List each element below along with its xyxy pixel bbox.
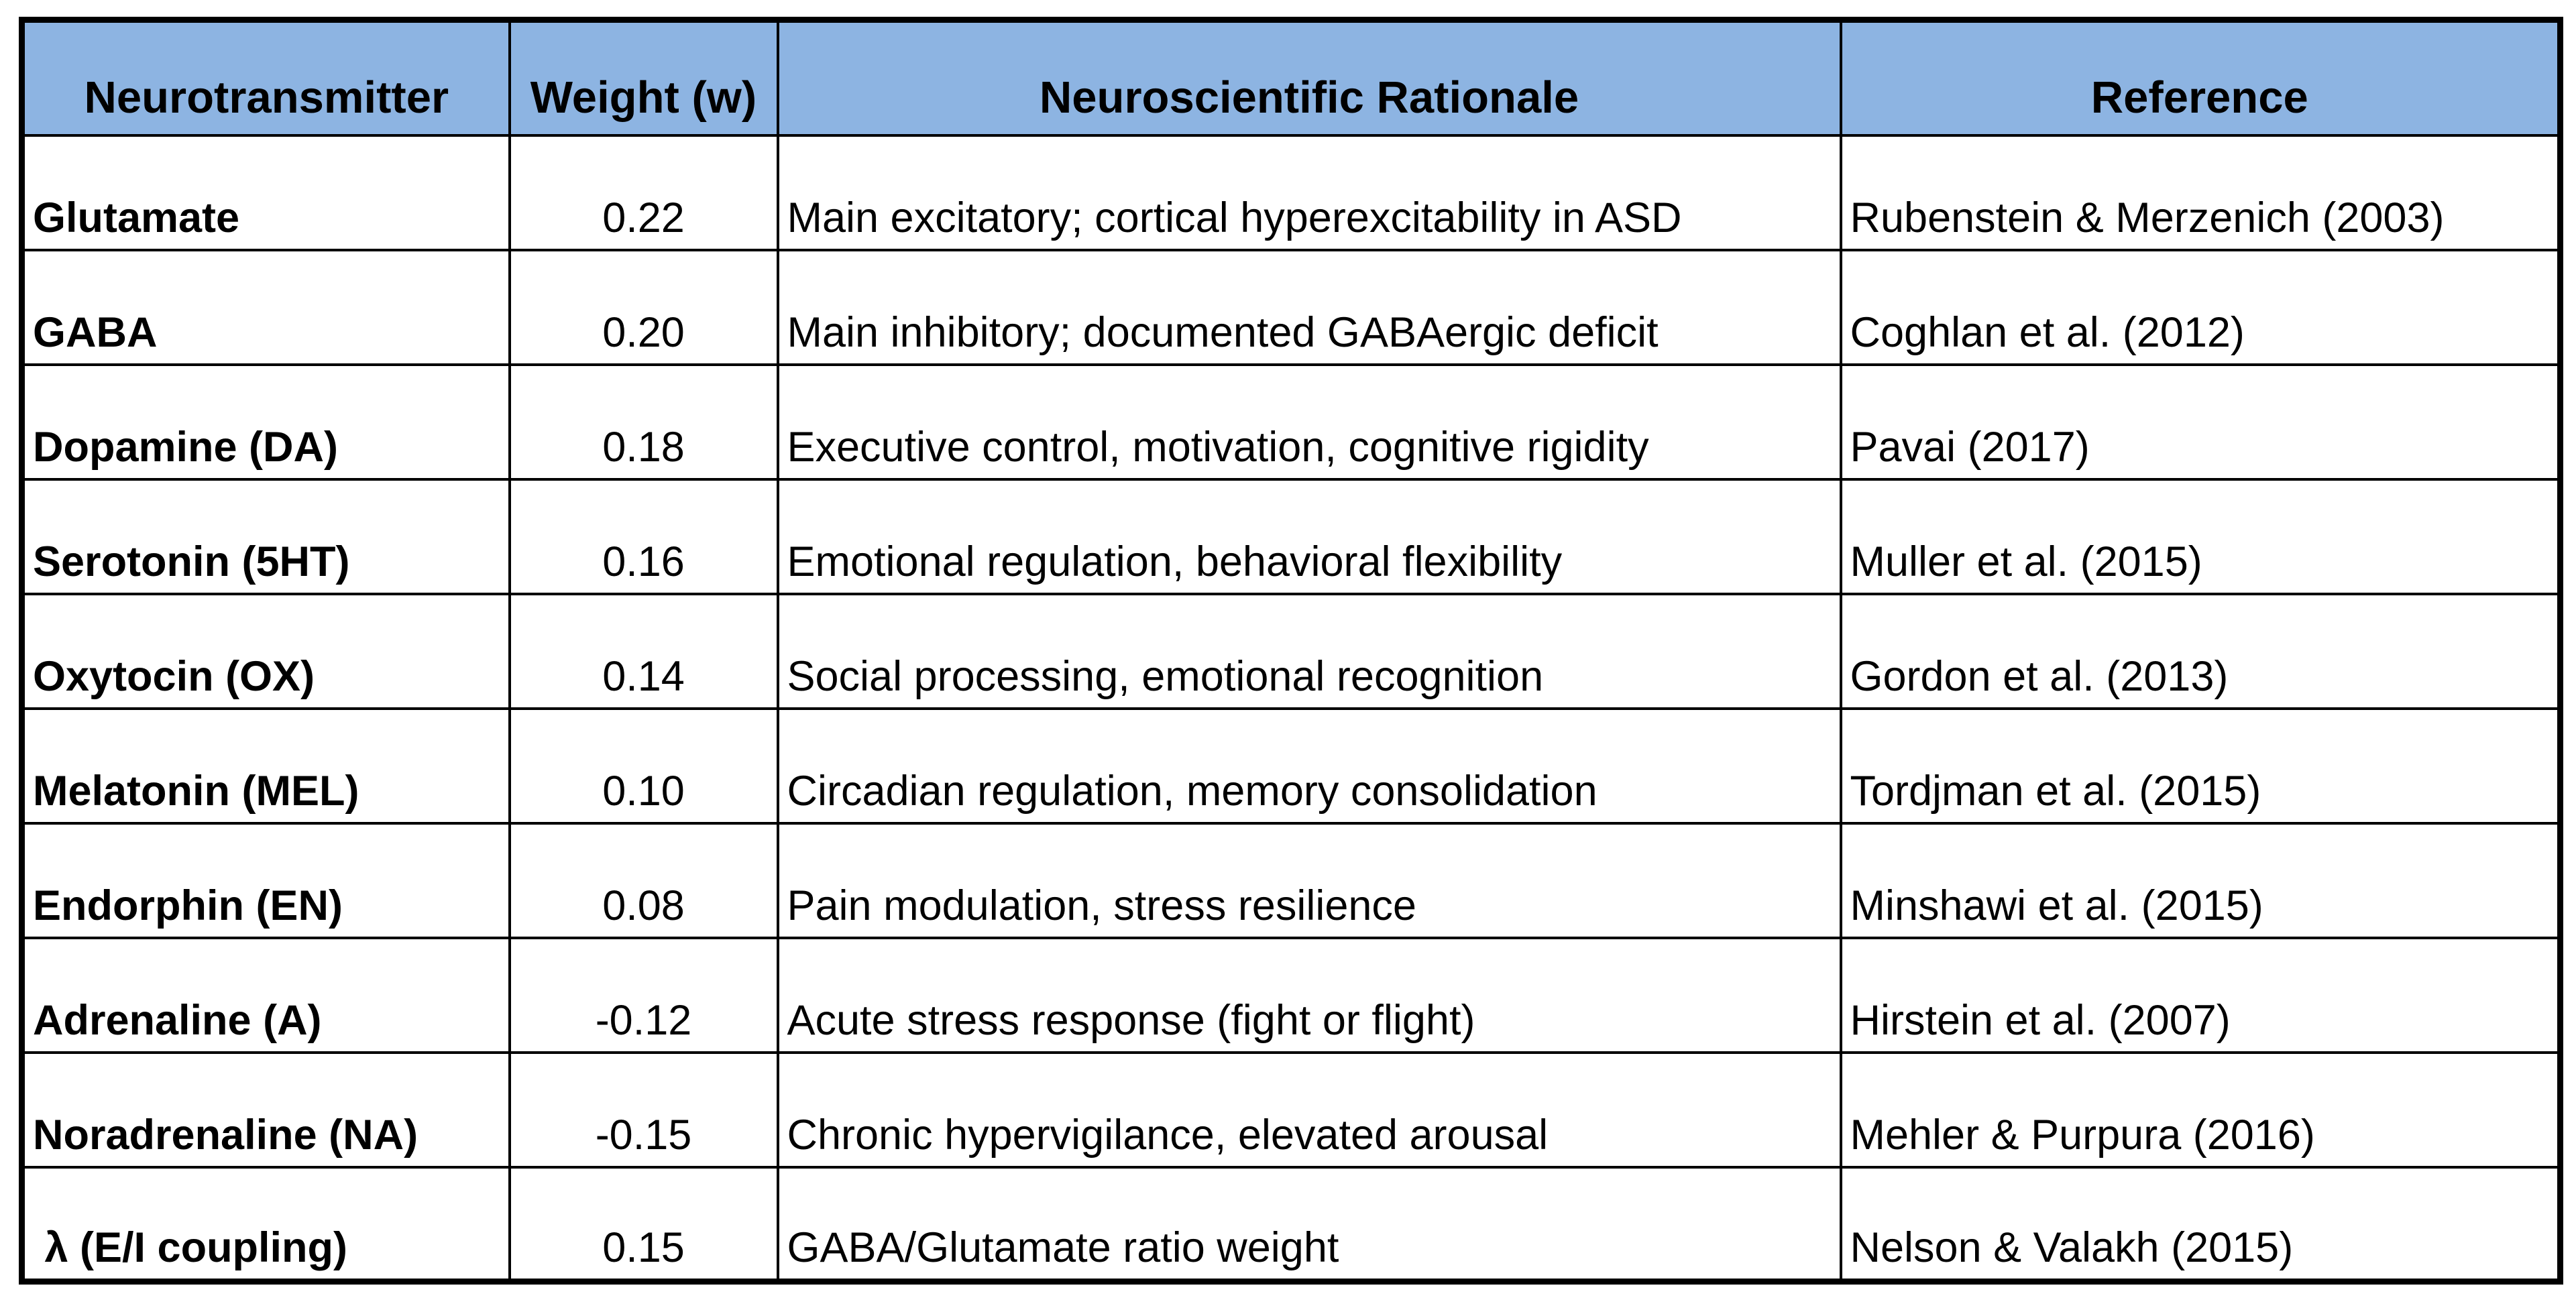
column-header-rationale: Neuroscientific Rationale xyxy=(776,18,1842,137)
cell-rationale: GABA/Glutamate ratio weight xyxy=(776,1165,1842,1283)
cell-weight: 0.14 xyxy=(508,592,779,710)
cell-neurotransmitter: λ (E/I coupling) xyxy=(20,1165,511,1283)
cell-reference: Tordjman et al. (2015) xyxy=(1839,707,2562,825)
column-header-weight: Weight (w) xyxy=(508,18,779,137)
neurotransmitter-weights-table: Neurotransmitter Weight (w) Neuroscienti… xyxy=(19,17,2563,1285)
cell-neurotransmitter: Serotonin (5HT) xyxy=(20,477,511,595)
cell-neurotransmitter: Glutamate xyxy=(20,133,511,251)
cell-weight: 0.18 xyxy=(508,363,779,481)
cell-weight: 0.08 xyxy=(508,821,779,939)
cell-neurotransmitter: Oxytocin (OX) xyxy=(20,592,511,710)
cell-rationale: Executive control, motivation, cognitive… xyxy=(776,363,1842,481)
cell-reference: Hirstein et al. (2007) xyxy=(1839,936,2562,1054)
cell-rationale: Main inhibitory; documented GABAergic de… xyxy=(776,248,1842,366)
cell-rationale: Emotional regulation, behavioral flexibi… xyxy=(776,477,1842,595)
cell-rationale: Circadian regulation, memory consolidati… xyxy=(776,707,1842,825)
table-row-lambda-ei-coupling: λ (E/I coupling) 0.15 GABA/Glutamate rat… xyxy=(20,1165,2562,1283)
cell-neurotransmitter: Dopamine (DA) xyxy=(20,363,511,481)
cell-neurotransmitter: Noradrenaline (NA) xyxy=(20,1051,511,1169)
table-row-endorphin: Endorphin (EN) 0.08 Pain modulation, str… xyxy=(20,821,2562,939)
cell-reference: Coghlan et al. (2012) xyxy=(1839,248,2562,366)
cell-weight: 0.10 xyxy=(508,707,779,825)
cell-reference: Gordon et al. (2013) xyxy=(1839,592,2562,710)
cell-weight: 0.16 xyxy=(508,477,779,595)
cell-neurotransmitter: Adrenaline (A) xyxy=(20,936,511,1054)
table-header-row: Neurotransmitter Weight (w) Neuroscienti… xyxy=(20,18,2562,137)
cell-reference: Mehler & Purpura (2016) xyxy=(1839,1051,2562,1169)
cell-rationale: Main excitatory; cortical hyperexcitabil… xyxy=(776,133,1842,251)
cell-reference: Pavai (2017) xyxy=(1839,363,2562,481)
table-row-serotonin: Serotonin (5HT) 0.16 Emotional regulatio… xyxy=(20,477,2562,595)
cell-neurotransmitter: Endorphin (EN) xyxy=(20,821,511,939)
cell-reference: Nelson & Valakh (2015) xyxy=(1839,1165,2562,1283)
neurotransmitter-weights-table-container: Neurotransmitter Weight (w) Neuroscienti… xyxy=(19,17,2563,1285)
cell-weight: 0.22 xyxy=(508,133,779,251)
table-row-dopamine: Dopamine (DA) 0.18 Executive control, mo… xyxy=(20,363,2562,481)
cell-reference: Rubenstein & Merzenich (2003) xyxy=(1839,133,2562,251)
cell-rationale: Social processing, emotional recognition xyxy=(776,592,1842,710)
table-row-gaba: GABA 0.20 Main inhibitory; documented GA… xyxy=(20,248,2562,366)
cell-neurotransmitter: Melatonin (MEL) xyxy=(20,707,511,825)
column-header-neurotransmitter: Neurotransmitter xyxy=(20,18,511,137)
cell-rationale: Pain modulation, stress resilience xyxy=(776,821,1842,939)
cell-neurotransmitter: GABA xyxy=(20,248,511,366)
cell-reference: Minshawi et al. (2015) xyxy=(1839,821,2562,939)
cell-reference: Muller et al. (2015) xyxy=(1839,477,2562,595)
cell-weight: 0.15 xyxy=(508,1165,779,1283)
cell-weight: -0.12 xyxy=(508,936,779,1054)
table-row-melatonin: Melatonin (MEL) 0.10 Circadian regulatio… xyxy=(20,707,2562,825)
table-row-glutamate: Glutamate 0.22 Main excitatory; cortical… xyxy=(20,133,2562,251)
cell-weight: -0.15 xyxy=(508,1051,779,1169)
table-row-noradrenaline: Noradrenaline (NA) -0.15 Chronic hypervi… xyxy=(20,1051,2562,1169)
column-header-reference: Reference xyxy=(1839,18,2562,137)
table-row-oxytocin: Oxytocin (OX) 0.14 Social processing, em… xyxy=(20,592,2562,710)
table-row-adrenaline: Adrenaline (A) -0.12 Acute stress respon… xyxy=(20,936,2562,1054)
cell-rationale: Chronic hypervigilance, elevated arousal xyxy=(776,1051,1842,1169)
cell-weight: 0.20 xyxy=(508,248,779,366)
cell-rationale: Acute stress response (fight or flight) xyxy=(776,936,1842,1054)
